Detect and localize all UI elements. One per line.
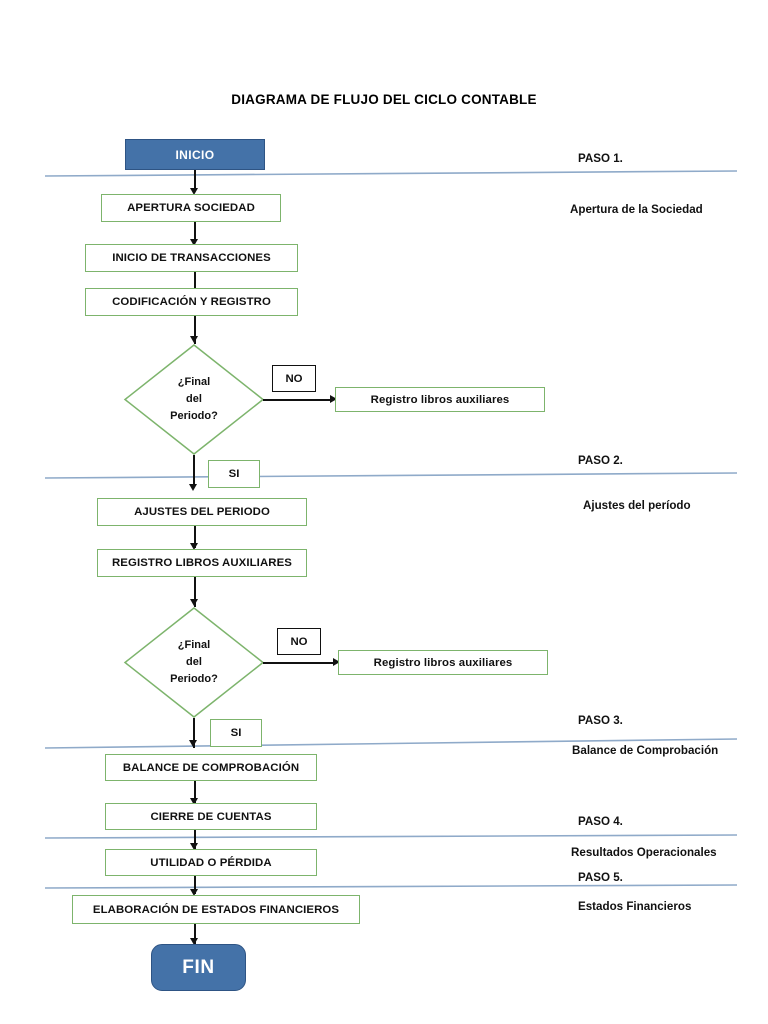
step-number-2: PASO 2. xyxy=(578,454,623,467)
process-registro-libros-auxiliares-2-label: Registro libros auxiliares xyxy=(373,656,513,669)
connector-transacciones-to-codificacion xyxy=(194,272,196,292)
branch-label-si-2-text: SI xyxy=(230,727,242,739)
step-divider-1 xyxy=(44,168,738,182)
process-inicio-transacciones[interactable]: INICIO DE TRANSACCIONES xyxy=(85,244,298,272)
end-terminator[interactable]: FIN xyxy=(151,944,246,991)
step-description-2: Ajustes del período xyxy=(583,499,691,512)
start-terminator[interactable]: INICIO xyxy=(125,139,265,170)
process-registro-libros-auxiliares-1[interactable]: Registro libros auxiliares xyxy=(335,387,545,412)
arrow-apertura-to-transacciones xyxy=(190,239,198,246)
step-divider-4 xyxy=(44,831,738,845)
step-divider-2 xyxy=(44,470,738,484)
arrow-ajustes-to-registro xyxy=(190,543,198,550)
connector-cierre-to-utilidad xyxy=(194,830,196,850)
decision-final-periodo-1[interactable]: ¿Final del Periodo? xyxy=(123,344,265,455)
branch-label-no-1-text: NO xyxy=(285,372,303,385)
step-number-5: PASO 5. xyxy=(578,871,623,884)
process-cierre-cuentas-label: CIERRE DE CUENTAS xyxy=(150,810,272,823)
process-elaboracion-estados-financieros[interactable]: ELABORACIÓN DE ESTADOS FINANCIEROS xyxy=(72,895,360,924)
arrow-estados-to-end xyxy=(190,938,198,945)
connector-balance-to-cierre xyxy=(194,781,196,803)
step-number-1: PASO 1. xyxy=(578,152,623,165)
process-codificacion-registro[interactable]: CODIFICACIÓN Y REGISTRO xyxy=(85,288,298,316)
process-registro-libros-auxiliares-main[interactable]: REGISTRO LIBROS AUXILIARES xyxy=(97,549,307,577)
connector-apertura-to-transacciones xyxy=(194,222,196,242)
arrow-registro-to-decision2 xyxy=(190,599,198,606)
step-divider-5 xyxy=(44,881,738,895)
process-balance-comprobacion-label: BALANCE DE COMPROBACIÓN xyxy=(122,761,300,774)
connector-decision1-no xyxy=(263,399,333,401)
connector-decision2-no xyxy=(263,662,336,664)
branch-label-si-2: SI xyxy=(210,719,262,747)
arrow-decision1-si xyxy=(189,484,197,491)
connector-codificacion-to-decision1 xyxy=(194,316,196,344)
step-number-3: PASO 3. xyxy=(578,714,623,727)
process-apertura-sociedad-label: APERTURA SOCIEDAD xyxy=(127,202,255,214)
branch-label-si-1: SI xyxy=(208,460,260,488)
process-ajustes-periodo-label: AJUSTES DEL PERIODO xyxy=(134,506,270,518)
arrow-decision2-si xyxy=(189,740,197,747)
arrow-start-to-apertura xyxy=(190,188,198,195)
arrow-cierre-to-utilidad xyxy=(190,843,198,850)
step-description-1: Apertura de la Sociedad xyxy=(570,203,703,216)
connector-start-to-apertura xyxy=(194,170,196,190)
arrow-decision2-no xyxy=(333,658,340,666)
process-elaboracion-estados-financieros-label: ELABORACIÓN DE ESTADOS FINANCIEROS xyxy=(92,903,340,916)
arrow-codificacion-to-decision1 xyxy=(190,336,198,343)
arrow-balance-to-cierre xyxy=(190,798,198,805)
connector-decision2-si xyxy=(193,718,195,748)
process-utilidad-perdida[interactable]: UTILIDAD O PÉRDIDA xyxy=(105,849,317,876)
process-cierre-cuentas[interactable]: CIERRE DE CUENTAS xyxy=(105,803,317,830)
start-terminator-label: INICIO xyxy=(175,147,215,162)
process-codificacion-registro-label: CODIFICACIÓN Y REGISTRO xyxy=(112,296,271,308)
branch-label-no-1: NO xyxy=(272,365,316,392)
connector-registro-to-decision2 xyxy=(194,577,196,607)
decision-final-periodo-2[interactable]: ¿Final del Periodo? xyxy=(123,607,265,718)
connector-decision1-si xyxy=(193,455,195,487)
branch-label-no-2-text: NO xyxy=(290,635,308,648)
process-inicio-transacciones-label: INICIO DE TRANSACCIONES xyxy=(112,252,271,264)
process-balance-comprobacion[interactable]: BALANCE DE COMPROBACIÓN xyxy=(105,754,317,781)
process-registro-libros-auxiliares-1-label: Registro libros auxiliares xyxy=(370,393,510,406)
step-divider-3 xyxy=(44,738,738,752)
step-description-5: Estados Financieros xyxy=(578,900,692,913)
end-terminator-label: FIN xyxy=(182,956,215,978)
step-description-4: Resultados Operacionales xyxy=(571,846,717,859)
step-number-4: PASO 4. xyxy=(578,815,623,828)
page-title: DIAGRAMA DE FLUJO DEL CICLO CONTABLE xyxy=(231,92,537,107)
connector-estados-to-end xyxy=(194,924,196,944)
process-apertura-sociedad[interactable]: APERTURA SOCIEDAD xyxy=(101,194,281,222)
process-ajustes-periodo[interactable]: AJUSTES DEL PERIODO xyxy=(97,498,307,526)
arrow-utilidad-to-estados xyxy=(190,889,198,896)
step-description-3: Balance de Comprobación xyxy=(572,744,719,757)
process-registro-libros-auxiliares-2[interactable]: Registro libros auxiliares xyxy=(338,650,548,675)
branch-label-no-2: NO xyxy=(277,628,321,655)
connector-utilidad-to-estados xyxy=(194,876,196,894)
process-registro-libros-auxiliares-main-label: REGISTRO LIBROS AUXILIARES xyxy=(111,557,292,569)
branch-label-si-1-text: SI xyxy=(228,468,240,480)
arrow-decision1-no xyxy=(330,395,337,403)
process-utilidad-perdida-label: UTILIDAD O PÉRDIDA xyxy=(150,856,272,869)
connector-ajustes-to-registro xyxy=(194,526,196,548)
